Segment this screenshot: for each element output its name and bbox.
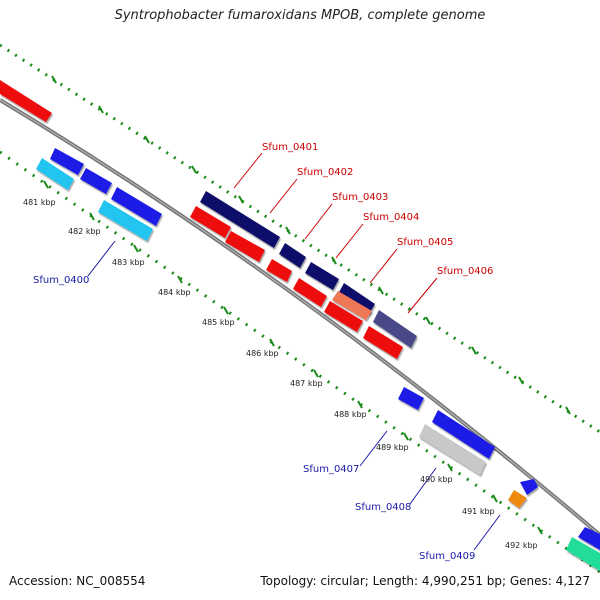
cds-b[interactable] xyxy=(80,168,112,194)
accession-label: Accession: NC_008554 xyxy=(9,574,146,588)
cds-blue-f[interactable] xyxy=(432,410,495,459)
cds-sfum-0409[interactable] xyxy=(566,537,600,571)
cds-forward-left[interactable] xyxy=(0,80,52,122)
gene-label-sfum-0400[interactable]: Sfum_0400 xyxy=(33,275,89,286)
tick-label: 485 kbp xyxy=(202,318,235,327)
tick-label: 482 kbp xyxy=(68,227,101,236)
gene-label-sfum-0403[interactable]: Sfum_0403 xyxy=(332,192,388,203)
gene-label-sfum-0409[interactable]: Sfum_0409 xyxy=(419,551,475,562)
cds-red-4[interactable] xyxy=(293,278,327,307)
gene-label-sfum-0408[interactable]: Sfum_0408 xyxy=(355,502,411,513)
cds-forward-d[interactable] xyxy=(578,527,600,550)
tick-label: 483 kbp xyxy=(112,258,145,267)
cds-red-3[interactable] xyxy=(266,259,292,282)
tick-label: 484 kbp xyxy=(158,288,191,297)
cds-sfum-0400[interactable] xyxy=(98,200,153,241)
genome-summary: Topology: circular; Length: 4,990,251 bp… xyxy=(260,574,590,588)
gene-label-sfum-0402[interactable]: Sfum_0402 xyxy=(297,167,353,178)
forward-callouts xyxy=(233,152,438,314)
tick-label: 489 kbp xyxy=(376,443,409,452)
tick-label: 490 kbp xyxy=(420,475,453,484)
cds-blue-e[interactable] xyxy=(398,387,424,410)
map-title: Syntrophobacter fumaroxidans MPOB, compl… xyxy=(114,8,486,23)
cds-sfum-0401[interactable] xyxy=(200,191,280,248)
genome-backbone xyxy=(0,98,600,537)
inner-ruler xyxy=(0,150,600,574)
cds-red-5[interactable] xyxy=(324,301,363,332)
tick-label: 486 kbp xyxy=(246,349,279,358)
tick-label: 487 kbp xyxy=(290,379,323,388)
cds-forward-c[interactable] xyxy=(520,479,538,495)
reverse-callouts xyxy=(87,240,501,551)
cds-sfum-0407[interactable] xyxy=(419,424,486,475)
gene-label-sfum-0405[interactable]: Sfum_0405 xyxy=(397,237,453,248)
forward-gene-labels: Sfum_0401 Sfum_0402 Sfum_0403 Sfum_0404 … xyxy=(262,142,493,277)
cds-sfum-0406[interactable] xyxy=(373,310,417,348)
gene-label-sfum-0404[interactable]: Sfum_0404 xyxy=(363,212,419,223)
outer-ruler xyxy=(0,43,600,434)
gene-label-sfum-0406[interactable]: Sfum_0406 xyxy=(437,266,493,277)
cds-sfum-0403[interactable] xyxy=(305,262,339,290)
tick-label: 491 kbp xyxy=(462,507,495,516)
cds-sfum-0404[interactable] xyxy=(338,283,375,314)
cds-sfum-0402[interactable] xyxy=(279,243,306,268)
tick-label: 481 kbp xyxy=(23,198,56,207)
cds-red-1[interactable] xyxy=(190,206,231,238)
cds-a[interactable] xyxy=(50,148,84,175)
cds-sfum-0408[interactable] xyxy=(508,490,527,508)
gene-label-sfum-0407[interactable]: Sfum_0407 xyxy=(303,464,359,475)
cds-red-6[interactable] xyxy=(363,326,403,359)
reverse-gene-labels: Sfum_0400 Sfum_0407 Sfum_0408 Sfum_0409 xyxy=(33,275,475,562)
tick-label: 492 kbp xyxy=(505,541,538,550)
cds-sfum-0405[interactable] xyxy=(332,291,372,320)
gene-label-sfum-0401[interactable]: Sfum_0401 xyxy=(262,142,318,153)
tick-label: 488 kbp xyxy=(334,410,367,419)
cds-red-2[interactable] xyxy=(225,231,265,262)
cds-sfum-0400-a[interactable] xyxy=(36,158,74,190)
kbp-tick-labels: 481 kbp 482 kbp 483 kbp 484 kbp 485 kbp … xyxy=(23,198,538,550)
cds-c[interactable] xyxy=(111,187,162,226)
